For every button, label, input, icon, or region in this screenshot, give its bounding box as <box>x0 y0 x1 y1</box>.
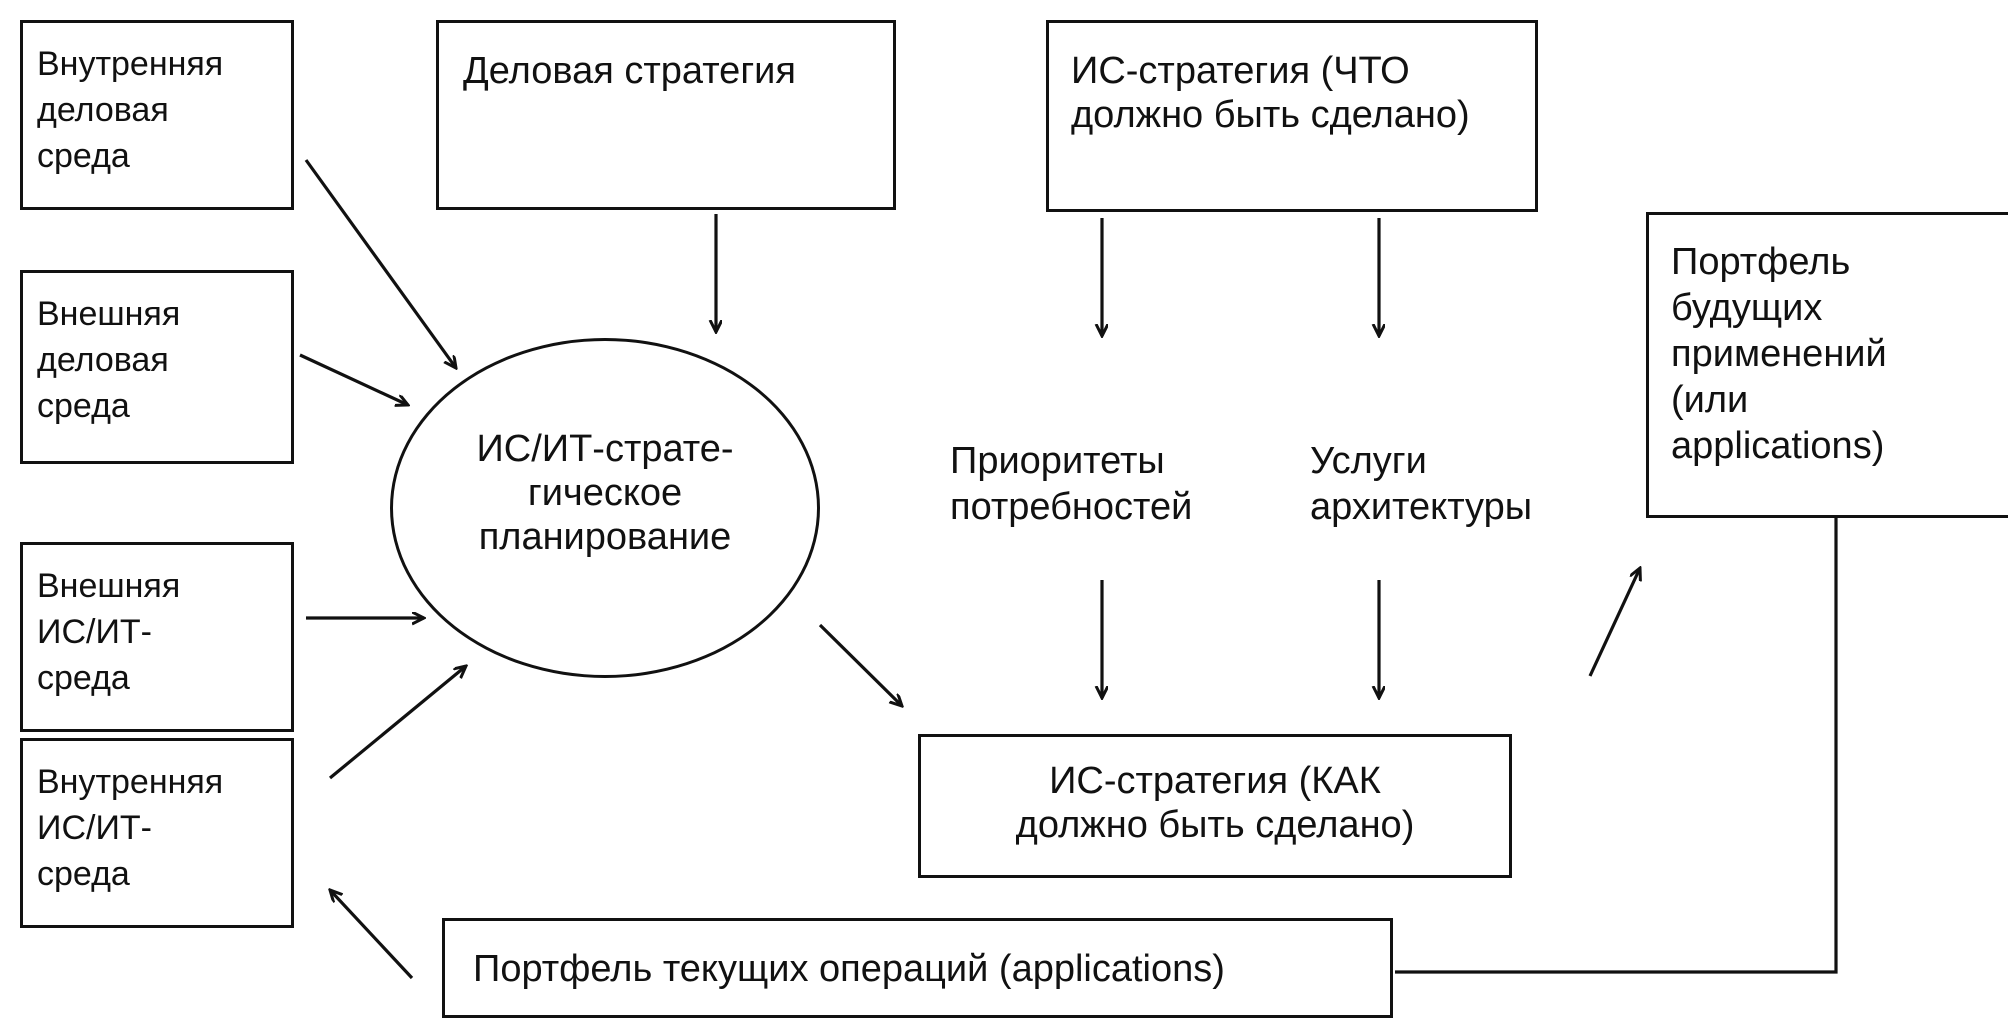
is-strategy-how-box: ИС-стратегия (КАК должно быть сделано) <box>918 734 1512 878</box>
internal-business-env-box: Внутренняя деловая среда <box>20 20 294 210</box>
external-isit-env-box: Внешняя ИС/ИТ- среда <box>20 542 294 732</box>
isit-planning-ellipse: ИС/ИТ-страте- гическое планирование <box>390 338 820 678</box>
current-portfolio-box: Портфель текущих операций (applications) <box>442 918 1393 1018</box>
arrow-internal-isit-to-planning <box>328 666 466 780</box>
internal-isit-env-box: Внутренняя ИС/ИТ- среда <box>20 738 294 928</box>
future-portfolio-box: Портфель будущих применений (или applica… <box>1646 212 2008 518</box>
needs-priorities-label: Приоритеты потребностей <box>950 440 1193 528</box>
line-future-to-current-portfolio <box>1395 518 1838 974</box>
arrow-planning-to-how <box>818 623 902 706</box>
isit-planning-label: ИС/ИТ-страте- гическое планирование <box>476 428 734 558</box>
external-business-env-box: Внешняя деловая среда <box>20 270 294 464</box>
arrow-current-portfolio-to-internal-isit <box>330 890 414 980</box>
business-strategy-box: Деловая стратегия <box>436 20 896 210</box>
arrow-internal-business-to-planning <box>304 159 456 368</box>
arrow-external-business-to-planning <box>299 353 408 405</box>
architecture-services-label: Услуги архитектуры <box>1310 440 1533 528</box>
is-strategy-what-box: ИС-стратегия (ЧТО должно быть сделано) <box>1046 20 1538 212</box>
arrow-how-to-future-portfolio <box>1588 568 1640 677</box>
